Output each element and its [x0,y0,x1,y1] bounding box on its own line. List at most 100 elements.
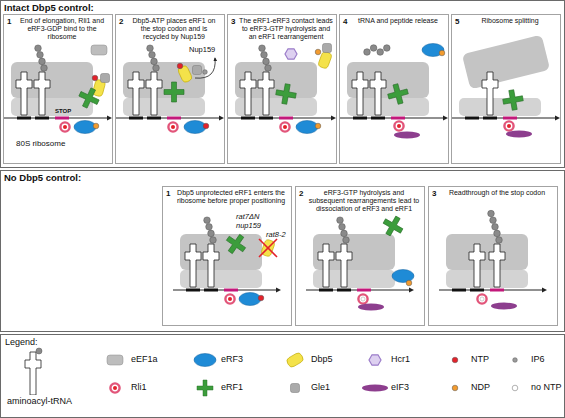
stop-codon [357,289,371,292]
peptide-residue [151,58,158,65]
legend-label: eRF3 [221,355,243,364]
block-mark [259,239,277,257]
mrna-arrowhead [219,116,224,121]
mrna-strand [173,290,276,291]
mrna-arrowhead [107,116,112,121]
codon [353,117,367,120]
rli1-core [361,297,365,301]
panel-illustration [452,35,560,138]
codon [337,289,351,292]
legend-label: aminoacyl-tRNA [7,397,72,406]
dbp5-protein [286,352,305,369]
mrna-strand [439,290,542,291]
step-number: 3 [432,189,436,198]
stop-codon [55,117,69,120]
peptide-residue [492,224,499,231]
mrna-strand [452,118,555,119]
erf1-protein [274,82,297,105]
legend-box: Legend:aminoacyl-tRNAeEF1aeRF3Dbp5Hcr1NT… [0,334,565,418]
codon [319,289,333,292]
rli1-core [480,297,484,301]
erf1-shape [379,212,406,239]
icon-group [286,352,305,369]
erf1-shape [222,230,250,258]
stop-codon [490,289,504,292]
large-subunit [446,234,528,270]
peptide-residue [261,52,268,59]
rli1-core [507,124,511,128]
mrna-arrowhead [555,116,560,121]
codon [483,117,497,120]
peptide-residue [153,65,160,72]
rli1-ring [168,122,177,131]
panel-illustration [173,217,281,306]
codon [186,289,200,292]
ndp-dot [452,385,458,391]
trna-shape [489,244,505,287]
step-panel: 2Dbp5-ATP places eRF1 on the stop codon … [115,14,225,164]
section-frame: 1Dbp5 unprotected eRF1 enters the riboso… [0,170,565,332]
step-caption: Readthrough of the stop codon [440,189,554,197]
mrna-arrowhead [443,116,448,121]
peptide-residue [206,224,213,231]
legend-label: IP6 [531,355,545,364]
rli1-core [63,125,67,129]
erf1-shape [76,85,103,112]
large-subunit [235,62,317,98]
legend-symbol [101,351,129,369]
gle1-protein [323,44,332,53]
section-title: Intact Dbp5 control: [4,2,94,13]
step-number: 4 [343,17,347,26]
legend-label: eRF1 [221,383,243,392]
small-subunit [347,98,429,116]
erf3-protein [184,121,206,134]
step-number: 3 [231,17,235,26]
small-subunit [180,270,262,288]
mrna-strand [116,118,219,119]
legend-label: Hcr1 [391,355,410,364]
step-caption: tRNA and peptide release [351,17,445,25]
step-number: 2 [119,17,123,26]
erf1-protein [386,82,410,106]
peptide-residue [343,237,350,244]
erf3-protein [392,270,414,283]
trna-shape [203,244,219,287]
step-caption: eRF3-GTP hydrolysis and subsequent rearr… [307,189,421,212]
legend-symbol [441,351,469,369]
codon [204,289,218,292]
legend-symbol [281,379,309,397]
eef1a-protein [107,355,123,365]
trna-shape [370,72,386,115]
codon [129,117,143,120]
erf3-protein [296,121,318,134]
erf3-protein [239,293,261,306]
icon-group [512,385,518,391]
stop-codon [279,117,293,120]
ip6-dot [513,358,518,363]
dbp5-protein [177,65,193,84]
step-panel: 2eRF3-GTP hydrolysis and subsequent rear… [295,186,425,326]
rli1-ring [60,122,69,131]
large-subunit [180,234,262,270]
dbp5-shape [177,65,193,84]
trna-shape [482,72,498,115]
peptide-residue [337,217,344,224]
ndp-dot [315,49,321,55]
peptide-residue [208,230,215,237]
ntp-dot [258,295,264,301]
step-caption: Dbp5 unprotected eRF1 enters the ribosom… [174,189,288,205]
peptide-residue [147,45,154,52]
erf3-protein [74,121,96,134]
step-panel: 3The eRF1-eRF3 contact leads to eRF3-GTP… [227,14,337,164]
stop-codon [391,117,405,120]
trna-shape [336,244,352,287]
step-panel: 1End of elongation, Rli1 and eRF3-GDP bi… [3,14,113,164]
dbp5-protein [261,239,276,257]
ndp-dot [439,50,445,56]
block-mark [259,239,277,257]
ndp-dot [406,280,412,286]
peptide-residue [490,217,497,224]
erf3-protein [422,44,444,57]
peptide-residue [384,45,391,52]
erf1-protein [76,85,103,112]
